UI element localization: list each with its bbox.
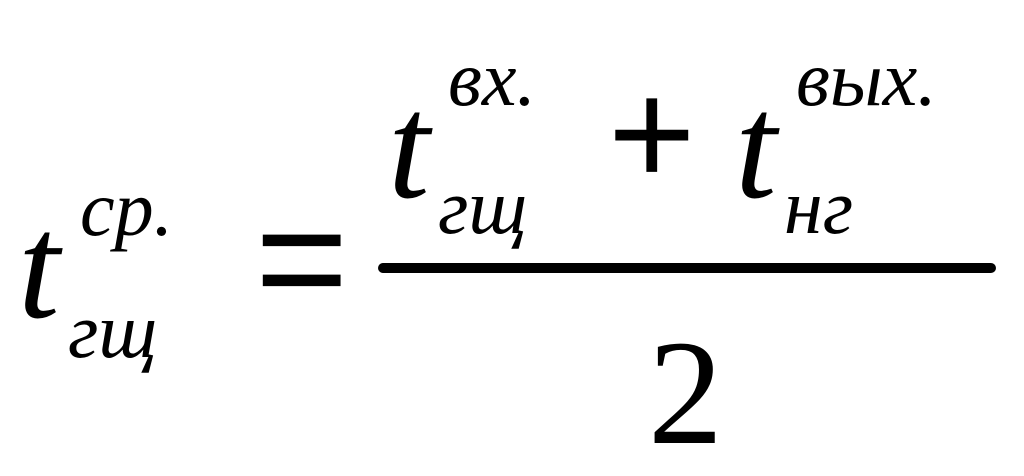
numerator-term1-superscript: вх. xyxy=(448,35,536,122)
fraction-bar xyxy=(378,263,996,273)
plus-sign: + xyxy=(608,49,696,217)
numerator-term2-subscript: нг xyxy=(784,163,854,250)
numerator-term1-base: t xyxy=(388,64,430,230)
denominator: 2 xyxy=(648,310,723,476)
lhs-superscript: ср. xyxy=(80,165,174,252)
numerator-term2-base: t xyxy=(735,64,777,230)
lhs-subscript: гщ xyxy=(68,287,158,374)
equals-sign: = xyxy=(255,168,349,347)
lhs-base: t xyxy=(18,184,60,350)
numerator-term2-superscript: вых. xyxy=(796,35,937,122)
numerator-term1-subscript: гщ xyxy=(438,163,528,250)
